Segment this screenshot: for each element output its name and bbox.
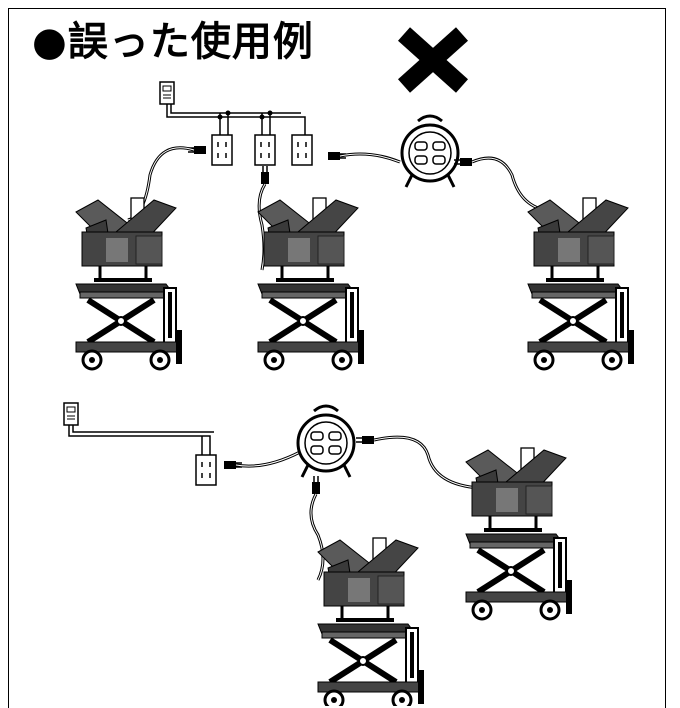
machine-on-cart — [258, 198, 364, 369]
machine-on-cart — [528, 198, 634, 369]
machine-on-cart — [318, 538, 424, 706]
plug-icon — [311, 475, 321, 495]
cord-reel-icon — [296, 404, 356, 479]
machine-on-cart — [466, 448, 572, 619]
page-title: ●誤った使用例 — [32, 19, 314, 65]
lower-wiring — [63, 402, 481, 581]
outlet-icon — [211, 134, 233, 166]
plug-icon — [355, 435, 375, 445]
machine-on-cart — [76, 198, 182, 369]
outlet-icon — [254, 134, 276, 166]
outlet-icon — [291, 134, 313, 166]
cord-reel-icon — [400, 114, 460, 189]
diagram-frame — [8, 8, 666, 708]
plug-icon — [260, 165, 270, 185]
outlet-icon — [195, 454, 217, 486]
breaker-panel-icon — [159, 81, 175, 105]
cross-mark-icon — [397, 27, 469, 93]
breaker-panel-icon — [63, 402, 79, 426]
